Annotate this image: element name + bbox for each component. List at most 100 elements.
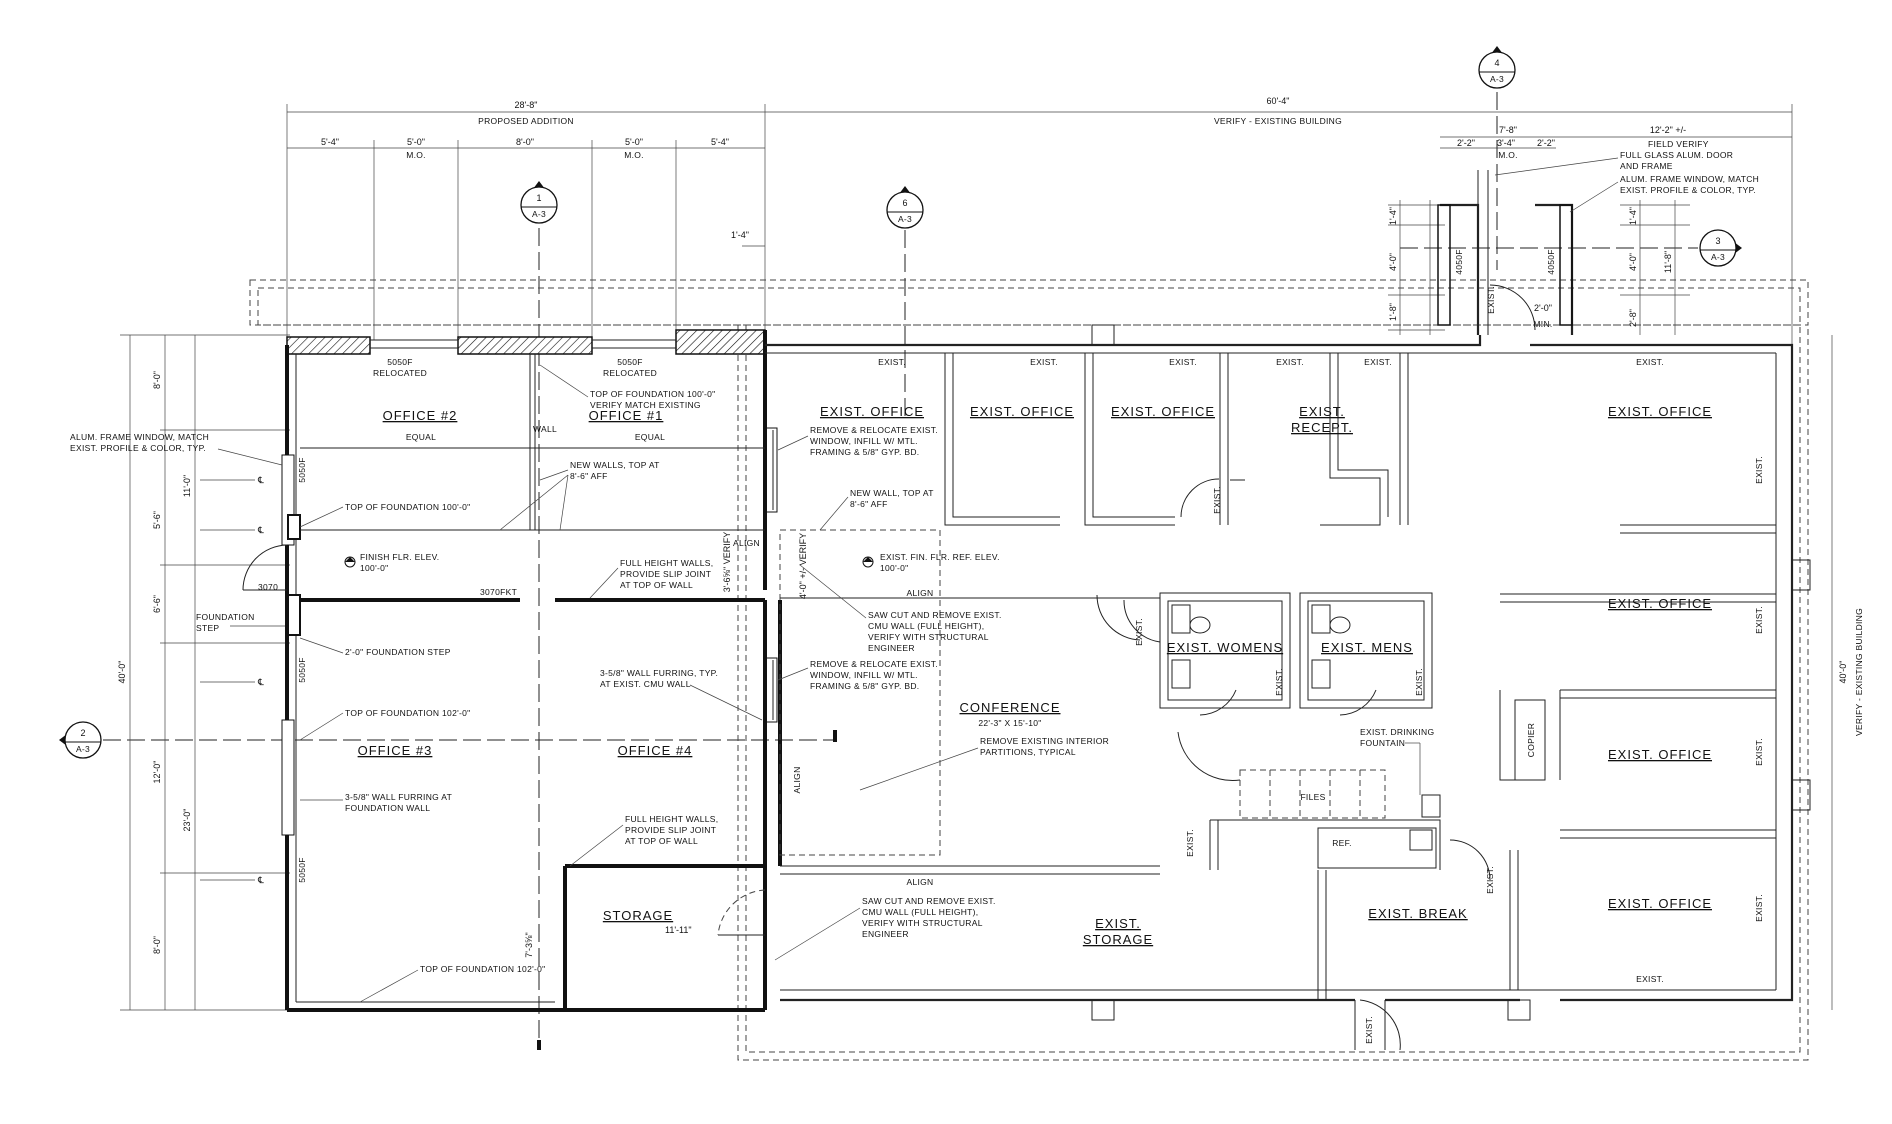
room-exist-office-e: EXIST. OFFICE [1608, 596, 1712, 611]
note-field-verify-3: AND FRAME [1620, 161, 1673, 171]
note-foundation-step-1: FOUNDATION [196, 612, 255, 622]
r-dim-7: 11'-8" [1663, 251, 1673, 273]
right-overall-dim: 40'-0" [1838, 661, 1848, 684]
exist-tag-14: EXIST. [1274, 668, 1284, 696]
note-furring-found-1: 3-5/8" WALL FURRING AT [345, 792, 452, 802]
note-full-height-b-3: AT TOP OF WALL [625, 836, 698, 846]
section-marker-1[interactable]: 1 A-3 [520, 181, 558, 224]
top-seg-5: 5'-4" [711, 137, 729, 147]
right-sub-2: 3'-4" [1497, 138, 1515, 148]
section-6-num: 6 [902, 198, 907, 208]
cl-2: ℄ [257, 525, 264, 535]
exist-tag-4: EXIST. [1276, 357, 1304, 367]
room-exist-office-d: EXIST. OFFICE [1608, 404, 1712, 419]
win-4050-1: 4050F [1454, 249, 1464, 275]
verify-4-dim: 4'-0" +/- VERIFY [798, 533, 808, 599]
note-full-height-b-2: PROVIDE SLIP JOINT [625, 825, 716, 835]
room-ref: REF. [1332, 838, 1352, 848]
room-exist-office-g: EXIST. OFFICE [1608, 896, 1712, 911]
left-seg-1: 8'-0" [152, 371, 162, 389]
note-remove-relocate-b-1: REMOVE & RELOCATE EXIST. [810, 659, 938, 669]
top-seg-3: 8'-0" [516, 137, 534, 147]
note-top-found-102b: TOP OF FOUNDATION 102'-0" [420, 964, 546, 974]
right-top-dim-2: 12'-2" +/- [1650, 125, 1686, 135]
r-dim-6: 2'-8" [1628, 309, 1638, 327]
left-seg-2: 5'-6" [152, 511, 162, 529]
wall-label: WALL [533, 424, 557, 434]
top-seg-1: 5'-4" [321, 137, 339, 147]
win-4050-2: 4050F [1546, 249, 1556, 275]
note-remove-partitions-2: PARTITIONS, TYPICAL [980, 747, 1076, 757]
section-2-sheet: A-3 [76, 744, 90, 754]
section-marker-4[interactable]: 4 A-3 [1478, 46, 1516, 89]
note-alum-left-2: EXIST. PROFILE & COLOR, TYP. [70, 443, 206, 453]
room-office-4: OFFICE #4 [618, 743, 693, 758]
storage-width-dim: 11'-11" [665, 925, 692, 935]
note-foundation-step-2: STEP [196, 623, 219, 633]
mo-label-1: M.O. [406, 150, 426, 160]
room-labels: OFFICE #2 OFFICE #1 OFFICE #3 OFFICE #4 … [358, 404, 1712, 947]
note-alum-left-1: ALUM. FRAME WINDOW, MATCH [70, 432, 209, 442]
existing-total-dim: 60'-4" [1267, 96, 1290, 106]
note-remove-relocate-1: REMOVE & RELOCATE EXIST. [810, 425, 938, 435]
section-marker-6[interactable]: 6 A-3 [886, 186, 924, 229]
top-dimension-strings: 28'-8" PROPOSED ADDITION 60'-4" VERIFY -… [286, 96, 1793, 345]
door-3070: 3070 [258, 582, 278, 592]
win-label-left-3: 5050F [297, 857, 307, 883]
exist-tag-9: EXIST. [1754, 456, 1764, 484]
section-6-sheet: A-3 [898, 214, 912, 224]
top-seg-4: 5'-0" [625, 137, 643, 147]
room-exist-break: EXIST. BREAK [1368, 906, 1467, 921]
roof-overhang-outline [249, 279, 1809, 1061]
room-exist-office-a: EXIST. OFFICE [820, 404, 924, 419]
relocated-1: RELOCATED [373, 368, 427, 378]
r-dim-1: 1'-4" [1388, 207, 1398, 225]
note-remove-relocate-b-3: FRAMING & 5/8" GYP. BD. [810, 681, 919, 691]
exist-tag-8: EXIST. [1212, 486, 1222, 514]
exist-tag-19: EXIST. [1486, 286, 1496, 314]
small-dim-14: 1'-4" [731, 230, 749, 240]
mo-label-2: M.O. [624, 150, 644, 160]
note-exist-fin-2: 100'-0" [880, 563, 908, 573]
right-sub-3: 2'-2" [1537, 138, 1555, 148]
note-furring-found-2: FOUNDATION WALL [345, 803, 430, 813]
room-exist-office-b: EXIST. OFFICE [970, 404, 1074, 419]
note-furring-typ-2: AT EXIST. CMU WALL [600, 679, 691, 689]
left-11-dim: 11'-0" [182, 475, 192, 497]
room-exist-recept-1: EXIST. [1299, 404, 1345, 419]
section-1-sheet: A-3 [532, 209, 546, 219]
section-marker-2[interactable]: 2 A-3 [59, 721, 102, 759]
room-exist-storage-2: STORAGE [1083, 932, 1153, 947]
note-drinking-1: EXIST. DRINKING [1360, 727, 1434, 737]
r-dim-2: 4'-0" [1388, 253, 1398, 271]
r-dim-4: 1'-4" [1628, 207, 1638, 225]
conference-dim: 22'-3" X 15'-10" [978, 718, 1041, 728]
addition-walls [281, 329, 782, 1012]
exist-tag-11: EXIST. [1754, 738, 1764, 766]
note-furring-typ-1: 3-5/8" WALL FURRING, TYP. [600, 668, 718, 678]
note-finish-flr-2: 100'-0" [360, 563, 388, 573]
note-new-walls-1: NEW WALLS, TOP AT [570, 460, 660, 470]
room-exist-womens: EXIST. WOMENS [1167, 640, 1283, 655]
align-4: ALIGN [792, 766, 802, 793]
left-seg-3: 6'-6" [152, 595, 162, 613]
equal-1: EQUAL [406, 432, 436, 442]
win-label-left-1: 5050F [297, 457, 307, 483]
exist-tag-6: EXIST. [1636, 357, 1664, 367]
restroom-fixtures [1171, 604, 1351, 689]
entry-door-swing [242, 544, 288, 591]
note-saw-cut-b-1: SAW CUT AND REMOVE EXIST. [862, 896, 996, 906]
note-remove-relocate-3: FRAMING & 5/8" GYP. BD. [810, 447, 919, 457]
align-3: ALIGN [906, 877, 933, 887]
note-finish-flr-1: FINISH FLR. ELEV. [360, 552, 439, 562]
win-5050-1: 5050F [387, 357, 413, 367]
misc-labels: EQUAL EQUAL WALL ALIGN ALIGN ALIGN ALIGN… [258, 249, 1556, 958]
right-sub-1: 2'-2" [1457, 138, 1475, 148]
section-4-num: 4 [1494, 58, 1499, 68]
section-marker-3[interactable]: 3 A-3 [1699, 229, 1742, 267]
note-remove-relocate-2: WINDOW, INFILL W/ MTL. [810, 436, 918, 446]
room-storage: STORAGE [603, 908, 673, 923]
note-saw-cut-1: SAW CUT AND REMOVE EXIST. [868, 610, 1002, 620]
cl-4: ℄ [257, 875, 264, 885]
